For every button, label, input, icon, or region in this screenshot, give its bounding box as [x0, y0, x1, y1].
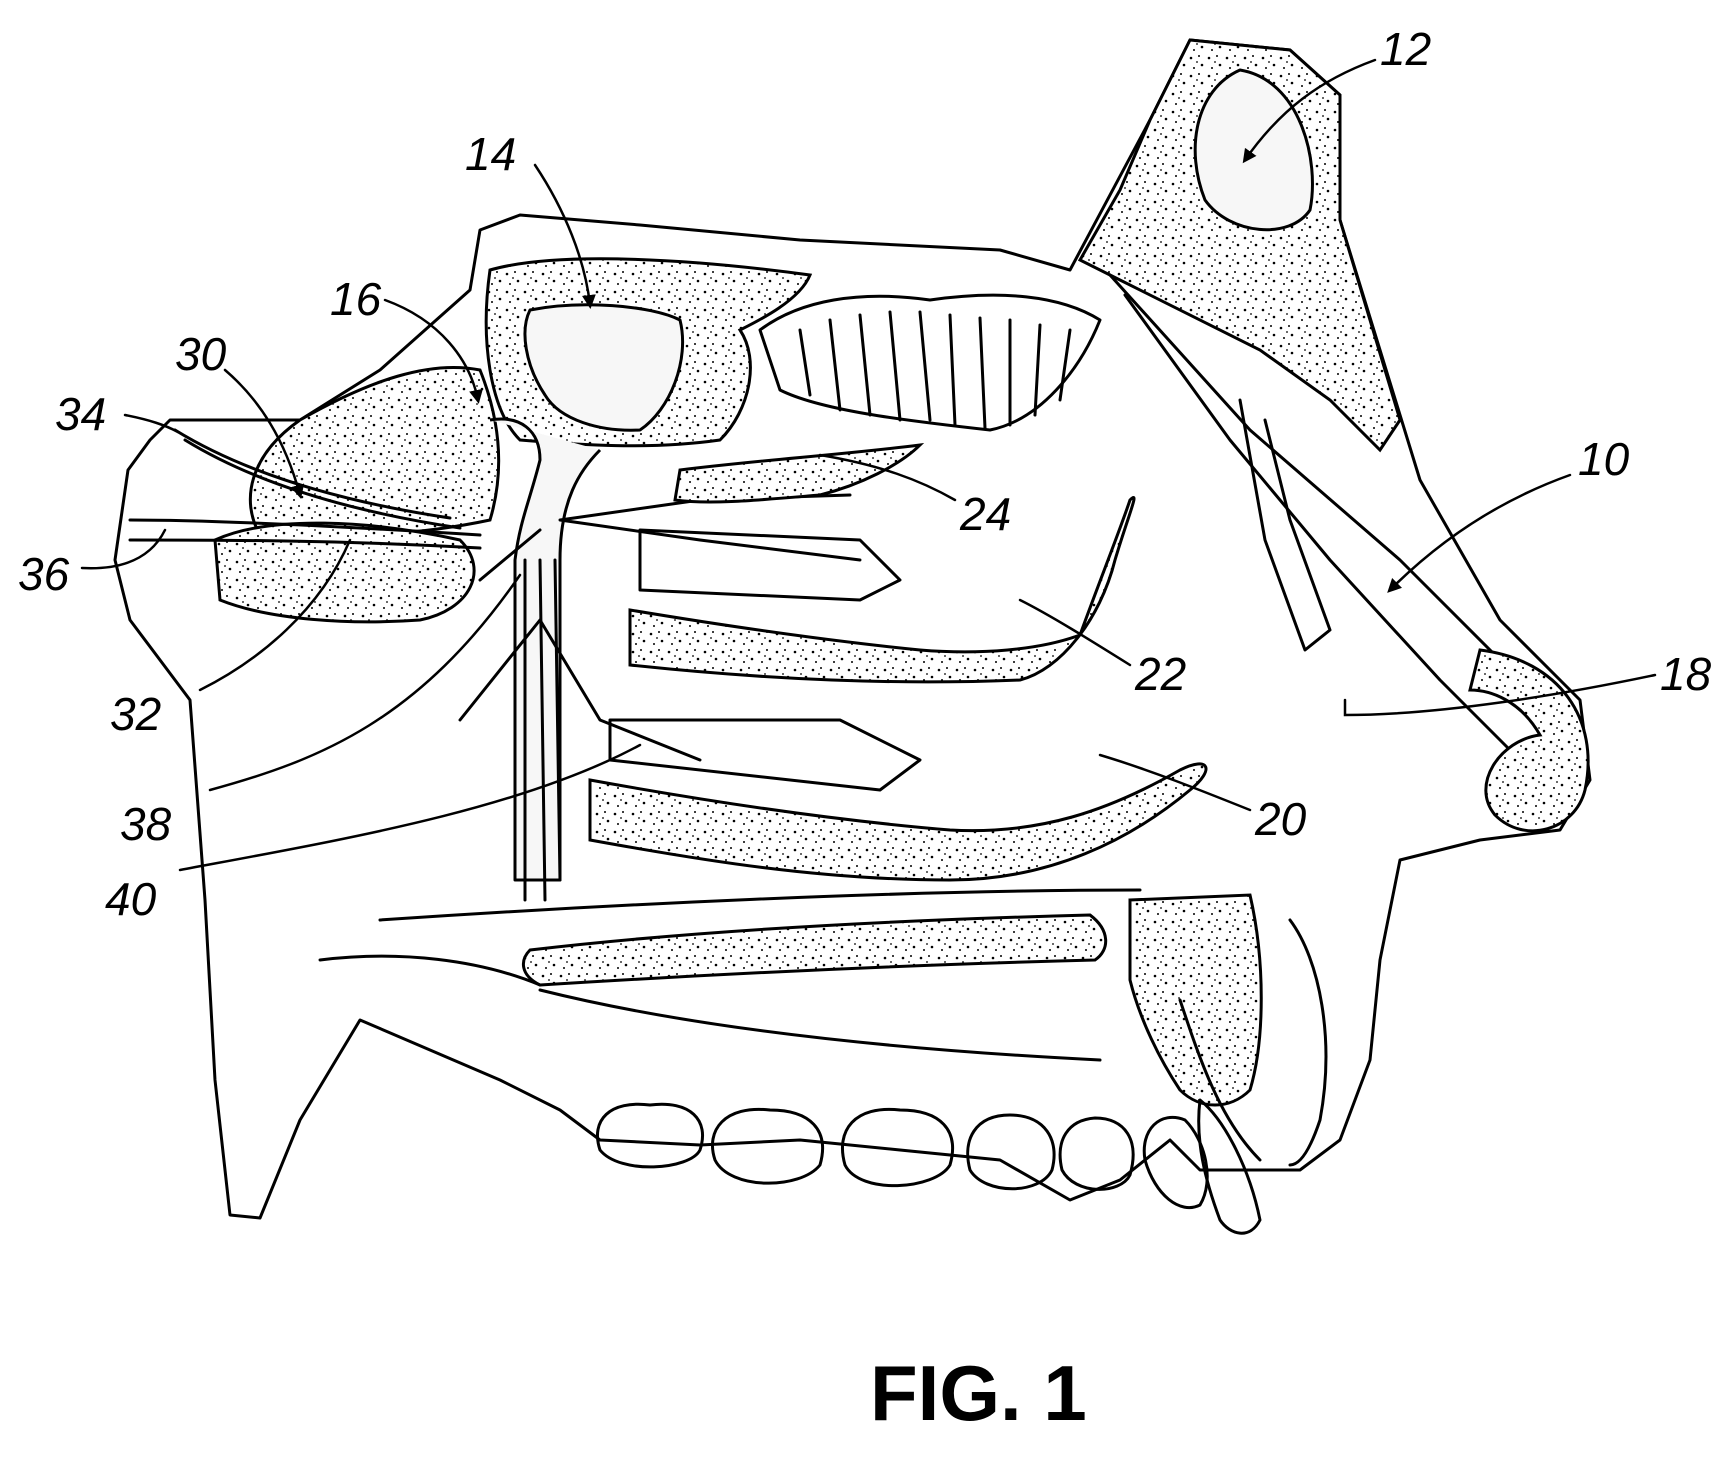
label-18: 18 — [1660, 648, 1712, 700]
label-20: 20 — [1254, 793, 1307, 845]
leader-40 — [180, 745, 640, 870]
occipital-bone — [215, 523, 474, 622]
teeth — [597, 1100, 1260, 1233]
middle-meatus — [640, 530, 900, 600]
label-24: 24 — [959, 488, 1011, 540]
leader-36 — [82, 530, 165, 568]
label-10: 10 — [1578, 433, 1630, 485]
inferior-turbinate — [590, 764, 1206, 880]
label-38: 38 — [120, 798, 172, 850]
lateral-cartilage — [1240, 400, 1330, 650]
hard-palate — [523, 915, 1105, 985]
label-12: 12 — [1380, 23, 1431, 75]
figure-caption: FIG. 1 — [870, 1349, 1087, 1437]
leader-10 — [1390, 475, 1570, 590]
label-34: 34 — [55, 388, 106, 440]
leader-34 — [125, 415, 178, 432]
maxilla — [1130, 895, 1261, 1105]
label-40: 40 — [105, 873, 157, 925]
label-36: 36 — [18, 548, 70, 600]
label-16: 16 — [330, 273, 382, 325]
inferior-meatus — [610, 720, 920, 790]
label-30: 30 — [175, 328, 227, 380]
label-14: 14 — [465, 128, 516, 180]
label-22: 22 — [1134, 648, 1186, 700]
superior-turbinate — [675, 445, 920, 502]
nasal-tip — [1470, 650, 1588, 831]
label-32: 32 — [110, 688, 161, 740]
